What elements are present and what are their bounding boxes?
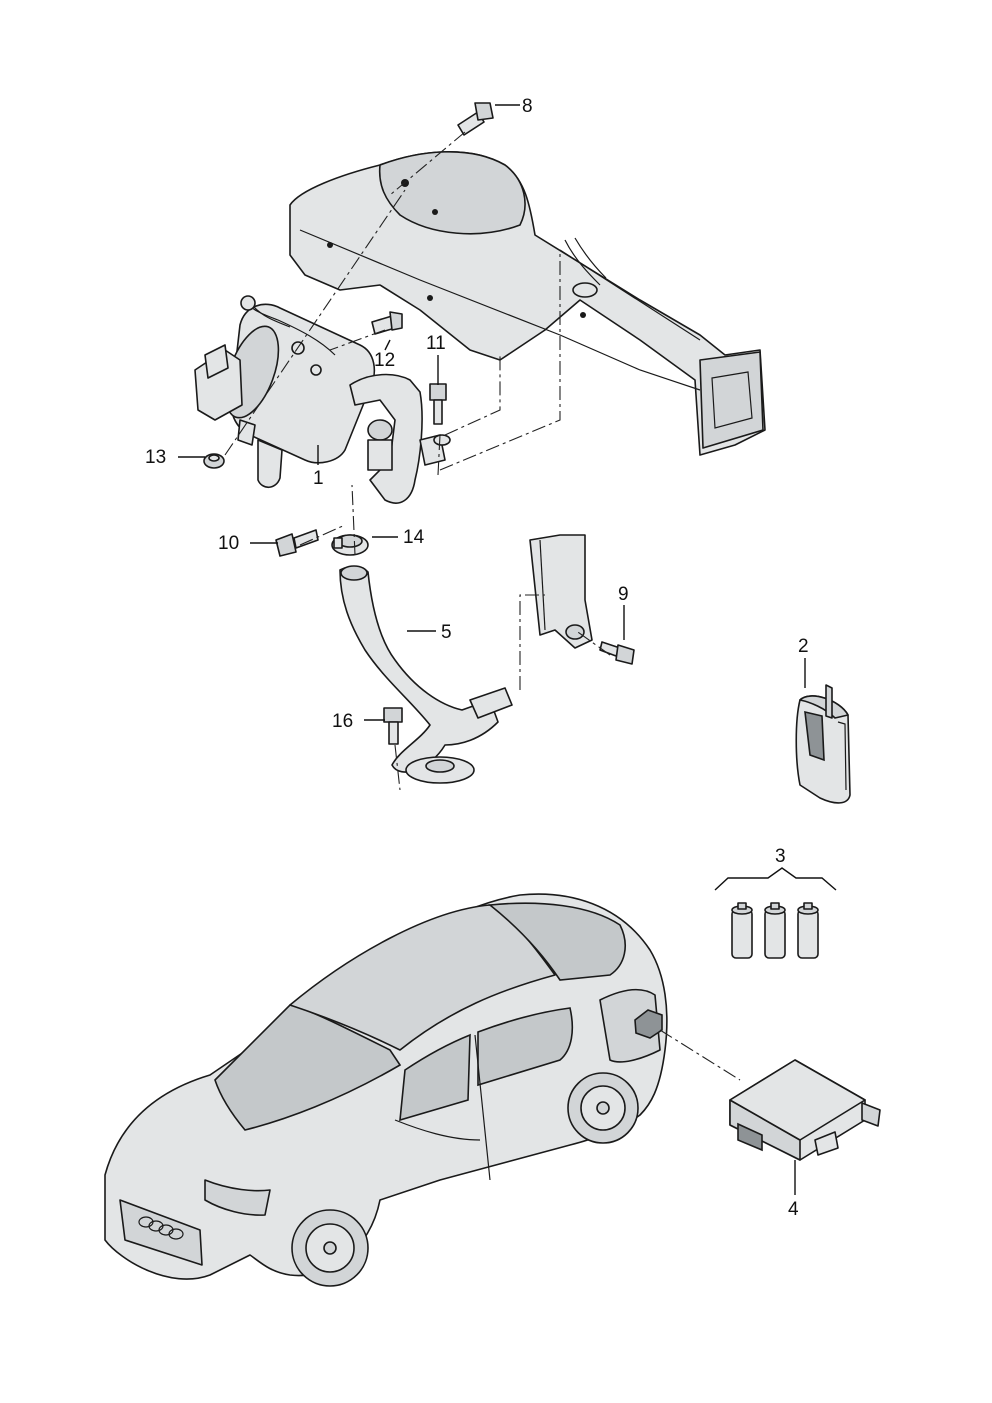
bolt-12 xyxy=(371,311,403,335)
bolt-8 xyxy=(457,102,494,136)
bolt-9 xyxy=(599,641,635,665)
exhaust-pipe xyxy=(339,565,513,784)
callout-14: 14 xyxy=(403,527,425,548)
callout-2: 2 xyxy=(798,636,809,657)
callout-9: 9 xyxy=(618,584,629,605)
battery-2 xyxy=(764,902,786,959)
callout-3: 3 xyxy=(775,846,786,867)
callout-1: 1 xyxy=(313,468,324,489)
control-unit xyxy=(729,1059,881,1161)
bolt-10 xyxy=(275,529,319,557)
auxiliary-heater xyxy=(194,295,451,504)
callout-11: 11 xyxy=(426,333,446,354)
callout-13: 13 xyxy=(145,447,166,468)
bracket xyxy=(529,534,593,649)
car xyxy=(104,893,668,1287)
batteries xyxy=(714,867,837,959)
callout-12: 12 xyxy=(374,350,395,371)
battery-3 xyxy=(797,902,819,959)
bolt-11 xyxy=(429,383,447,425)
nut-13 xyxy=(203,453,225,469)
crossmember xyxy=(289,151,766,456)
clamp xyxy=(331,534,369,556)
callout-labels: 8 1 13 12 11 10 14 5 9 16 2 3 4 xyxy=(145,96,809,1220)
callout-4: 4 xyxy=(788,1199,799,1220)
remote-control xyxy=(795,684,851,804)
callout-5: 5 xyxy=(441,622,452,643)
callout-10: 10 xyxy=(218,533,239,554)
battery-1 xyxy=(731,902,753,959)
callout-16: 16 xyxy=(332,711,353,732)
callout-8: 8 xyxy=(522,96,533,117)
dash-dot-lines xyxy=(224,131,741,1081)
bolt-16 xyxy=(383,707,403,745)
leader-lines xyxy=(178,104,806,1195)
fuel-flap xyxy=(634,1009,663,1039)
